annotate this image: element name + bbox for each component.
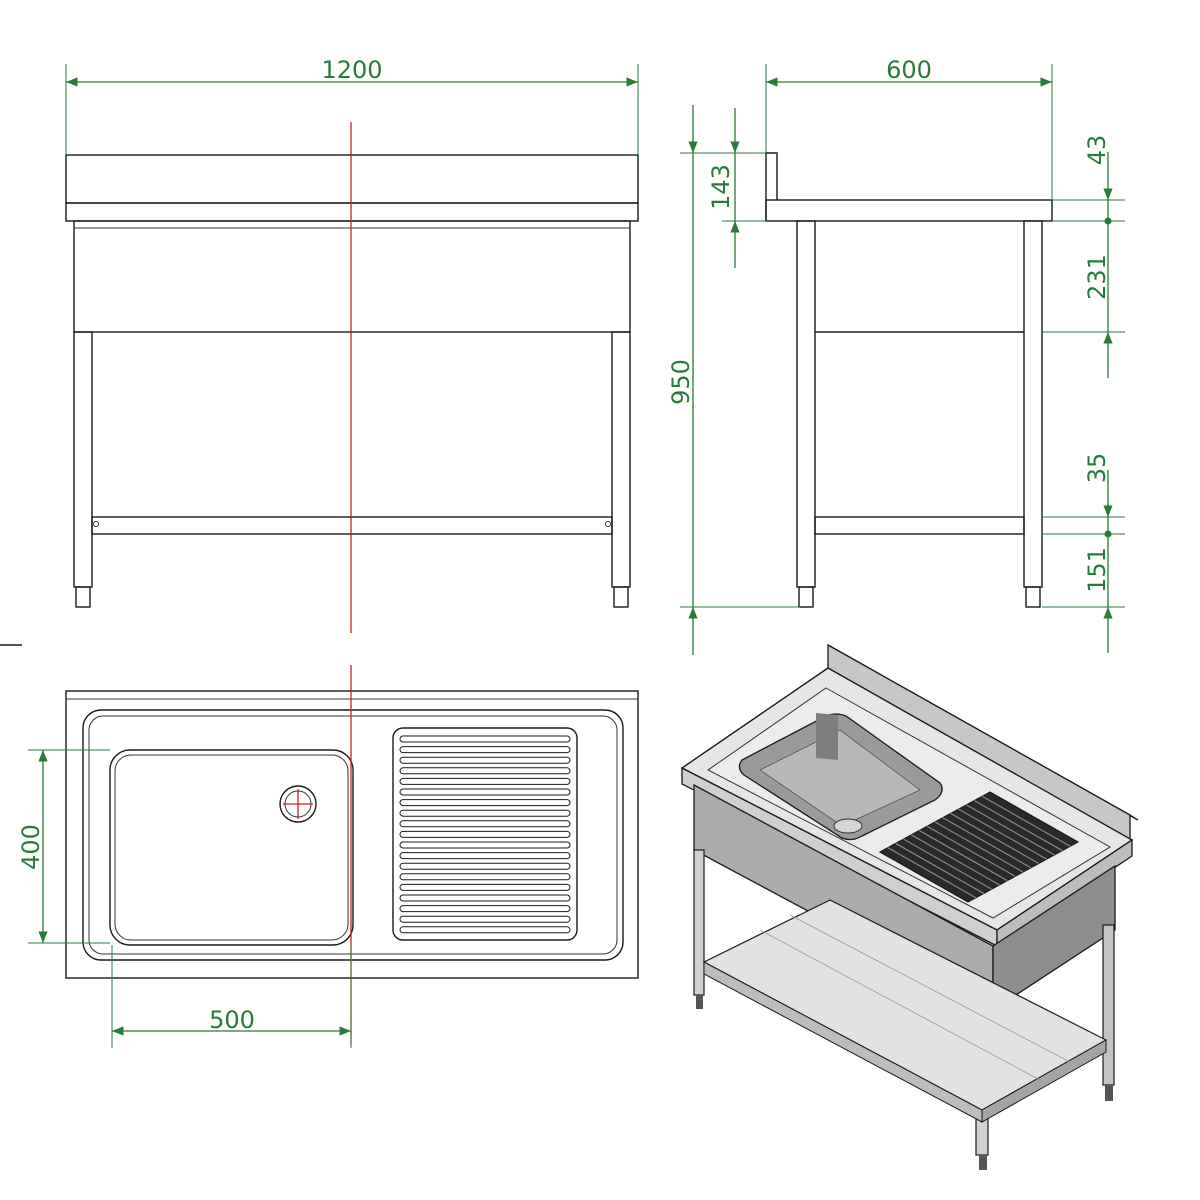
drainboard-groove bbox=[399, 735, 571, 743]
drainboard-groove bbox=[399, 746, 571, 754]
drainboard-groove bbox=[399, 915, 571, 923]
drainboard-groove bbox=[399, 894, 571, 902]
iso-drainboard-rib bbox=[973, 800, 1063, 852]
iso-drainboard-rib bbox=[918, 830, 1008, 882]
drainboard-groove bbox=[399, 777, 571, 785]
dim-backsplash: 143 bbox=[707, 164, 735, 210]
dim-shelf-thickness: 35 bbox=[1083, 453, 1111, 484]
iso-drainboard-rib bbox=[895, 842, 985, 894]
drainboard-groove bbox=[399, 788, 571, 796]
dim-bowl-length: 500 bbox=[209, 1006, 255, 1034]
front-view: 1200 bbox=[65, 56, 639, 633]
iso-drainboard-rib bbox=[958, 808, 1047, 860]
drainboard-groove bbox=[399, 809, 571, 817]
dim-shelf-height: 151 bbox=[1083, 547, 1111, 593]
drainboard-groove bbox=[399, 862, 571, 870]
plan-view: 400 500 bbox=[17, 665, 639, 1048]
drainboard-groove bbox=[399, 873, 571, 881]
dim-bowl-width: 400 bbox=[17, 824, 45, 870]
iso-drainboard-rib bbox=[942, 817, 1032, 869]
drainboard-groove bbox=[399, 767, 571, 775]
iso-drainboard-rib bbox=[926, 825, 1016, 877]
iso-drainboard-rib bbox=[966, 804, 1055, 856]
iso-drainboard-rib bbox=[911, 834, 1000, 886]
iso-drainboard-rib bbox=[981, 795, 1071, 847]
drainboard-groove bbox=[399, 820, 571, 828]
iso-drainboard-rib bbox=[950, 812, 1040, 864]
drainboard-groove bbox=[399, 841, 571, 849]
dim-top-thickness: 43 bbox=[1083, 135, 1111, 166]
side-view: 950 143 600 43 231 35 151 bbox=[667, 56, 1125, 655]
iso-drainboard-rib bbox=[887, 847, 977, 899]
dim-bowl-depth: 231 bbox=[1083, 254, 1111, 300]
drainboard-grooves bbox=[399, 735, 571, 934]
drainboard-groove bbox=[399, 852, 571, 860]
dim-depth: 600 bbox=[886, 56, 932, 84]
drainboard-groove bbox=[399, 830, 571, 838]
drainboard-groove bbox=[399, 926, 571, 934]
dim-width: 1200 bbox=[321, 56, 382, 84]
iso-drainboard-rib bbox=[903, 838, 992, 890]
dim-height: 950 bbox=[667, 359, 695, 405]
drainboard-groove bbox=[399, 799, 571, 807]
drainboard-groove bbox=[399, 883, 571, 891]
drainboard-groove bbox=[399, 756, 571, 764]
drainboard-groove bbox=[399, 905, 571, 913]
isometric-view bbox=[680, 643, 1139, 1170]
iso-drainboard-rib bbox=[934, 821, 1024, 873]
